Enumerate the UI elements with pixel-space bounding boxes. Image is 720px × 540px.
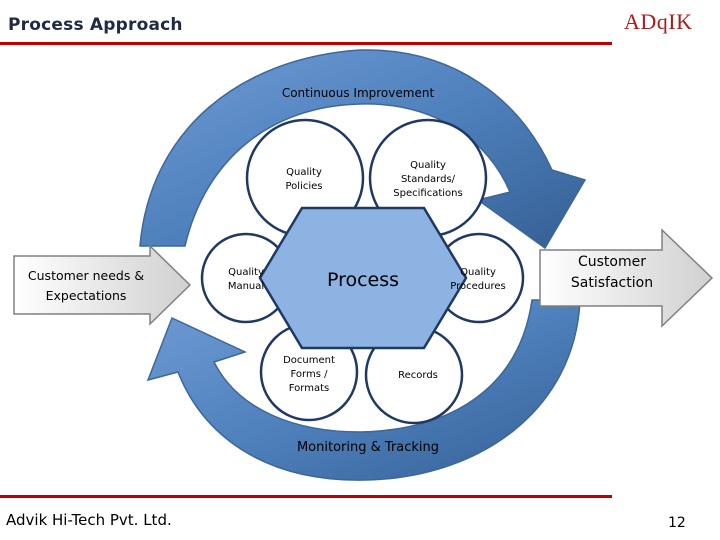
process-label: Process bbox=[327, 269, 399, 291]
records-label: Records bbox=[398, 370, 438, 381]
quality-policies-label-2: Policies bbox=[286, 181, 323, 192]
quality-procedures-label-1: Quality bbox=[460, 267, 496, 278]
customer-satisfaction-arrow bbox=[539, 228, 714, 328]
page-number: 12 bbox=[668, 515, 686, 531]
document-forms-label-3: Formats bbox=[289, 383, 329, 394]
quality-standards-label-3: Specifications bbox=[393, 188, 462, 199]
footer-company-name: Advik Hi-Tech Pvt. Ltd. bbox=[6, 511, 172, 529]
top-arc-label: Continuous Improvement bbox=[282, 86, 435, 100]
quality-procedures-label-2: Procedures bbox=[450, 281, 505, 292]
document-forms-label-1: Document bbox=[283, 355, 335, 366]
quality-manual-label-1: Quality bbox=[228, 267, 264, 278]
page-title: Process Approach bbox=[8, 15, 183, 35]
header-divider bbox=[0, 42, 612, 45]
process-hexagon bbox=[258, 206, 468, 350]
quality-standards-label-2: Standards/ bbox=[401, 174, 456, 185]
quality-policies-label-1: Quality bbox=[286, 167, 322, 178]
monitoring-tracking-arc bbox=[146, 299, 581, 481]
output-label-line1: Customer bbox=[578, 254, 646, 270]
company-logo: ADqIK bbox=[624, 9, 693, 34]
document-forms-label-2: Forms / bbox=[291, 369, 329, 380]
quality-manual-label-2: Manual bbox=[228, 281, 264, 292]
input-label-line2: Expectations bbox=[46, 288, 127, 303]
customer-needs-arrow bbox=[13, 244, 192, 326]
quality-standards-label-1: Quality bbox=[410, 160, 446, 171]
footer-divider bbox=[0, 495, 612, 498]
input-label-line1: Customer needs & bbox=[28, 268, 144, 283]
continuous-improvement-arc bbox=[139, 49, 587, 250]
output-label-line2: Satisfaction bbox=[571, 275, 653, 291]
bottom-arc-label: Monitoring & Tracking bbox=[297, 440, 439, 455]
